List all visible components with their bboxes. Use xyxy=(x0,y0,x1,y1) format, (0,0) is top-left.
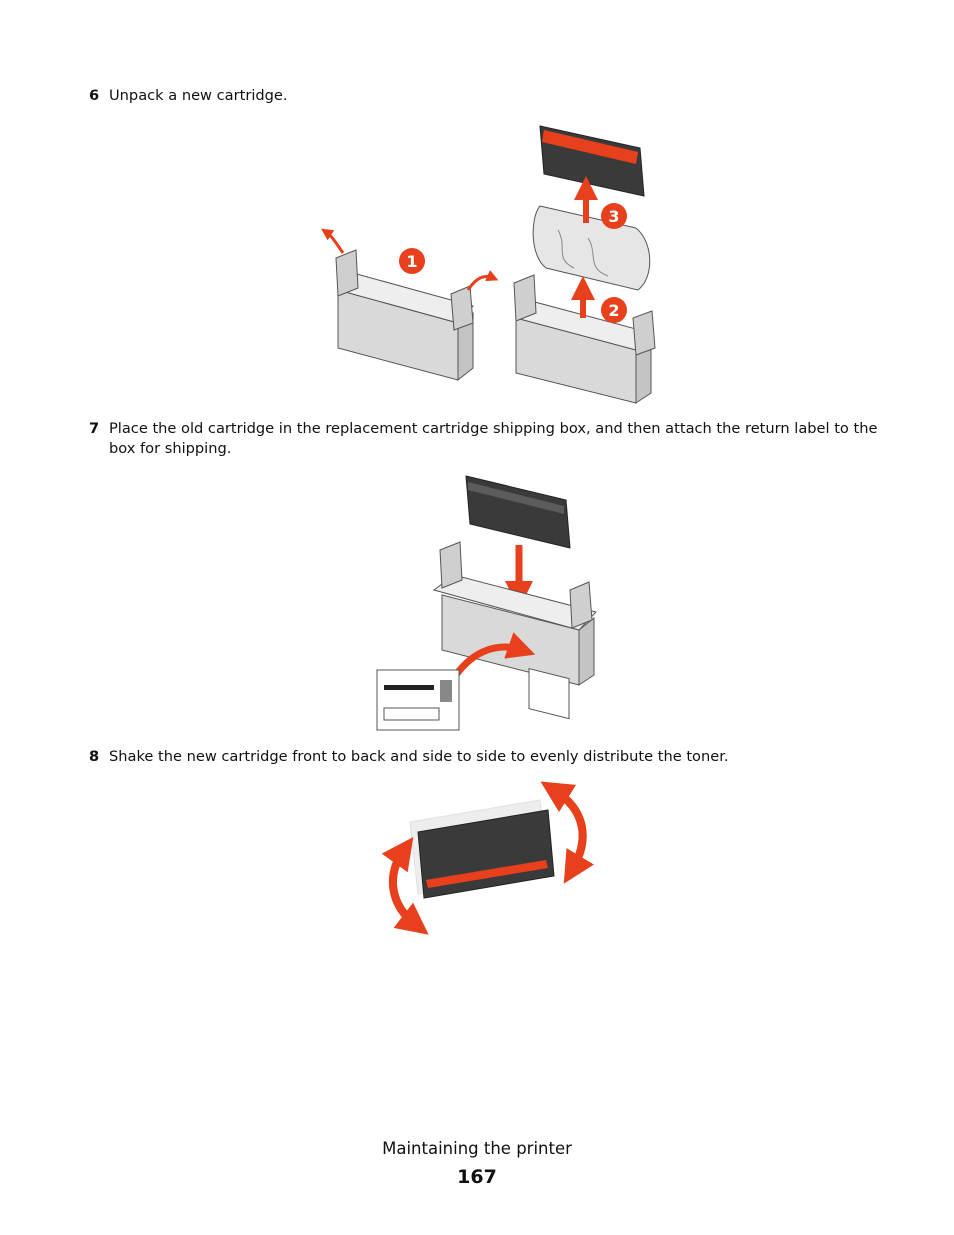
foil-bag xyxy=(532,205,651,291)
step-7: 7 Place the old cartridge in the replace… xyxy=(89,419,879,459)
step-text: Unpack a new cartridge. xyxy=(109,87,288,104)
step-8: 8 Shake the new cartridge front to back … xyxy=(89,747,879,767)
open-box-right xyxy=(513,274,656,404)
page-number: 167 xyxy=(457,1166,497,1188)
new-cartridge xyxy=(539,125,645,197)
rotate-arrow-icon xyxy=(381,837,419,929)
step-text: Shake the new cartridge front to back an… xyxy=(109,748,729,765)
return-cartridge-illustration xyxy=(376,475,597,731)
step-text: Place the old cartridge in the replaceme… xyxy=(109,420,878,457)
callout-2: 2 xyxy=(601,297,627,323)
step-number: 8 xyxy=(89,748,100,765)
cartridge xyxy=(417,809,555,899)
shake-cartridge-illustration xyxy=(381,781,594,935)
step-number: 7 xyxy=(89,420,100,437)
svg-text:2: 2 xyxy=(608,301,619,320)
callout-1: 1 xyxy=(399,248,425,274)
svg-text:1: 1 xyxy=(406,252,417,271)
step-6: 6 Unpack a new cartridge. xyxy=(89,86,879,106)
unpack-cartridge-illustration: 1 2 3 xyxy=(321,125,656,404)
attach-arrow-icon xyxy=(453,632,536,678)
old-cartridge xyxy=(465,475,571,549)
step-number: 6 xyxy=(89,87,100,104)
rotate-arrow-icon xyxy=(540,781,587,873)
callout-3: 3 xyxy=(601,203,627,229)
section-title: Maintaining the printer xyxy=(382,1139,572,1158)
return-label xyxy=(376,669,460,731)
svg-text:3: 3 xyxy=(608,207,619,226)
open-box-left xyxy=(321,228,499,382)
